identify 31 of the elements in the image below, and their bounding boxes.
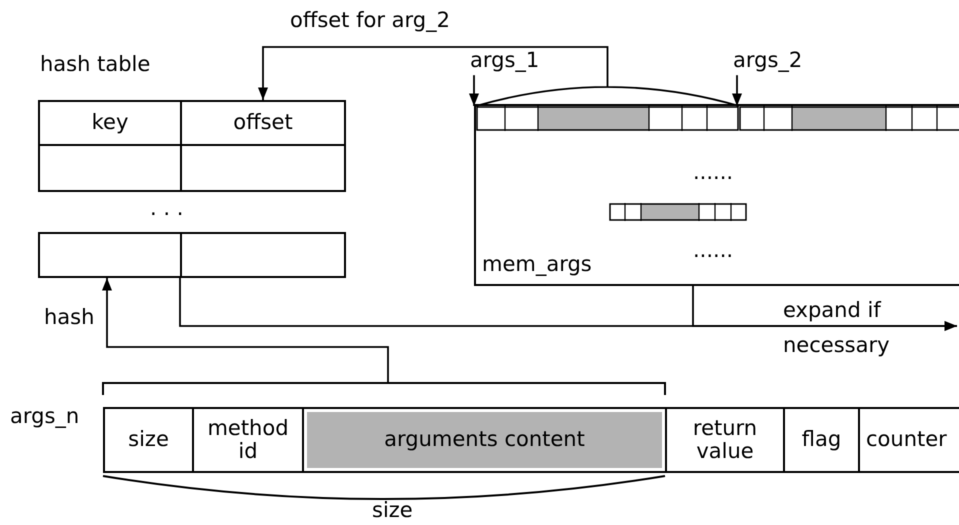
ellipsis: ......: [693, 160, 734, 186]
dimension-label: size: [372, 498, 413, 524]
ellipsis: ......: [693, 238, 734, 264]
arrow: [258, 46, 740, 107]
arrow: [468, 75, 480, 106]
edge-label: offset for arg_2: [290, 8, 450, 32]
table-cell: return value: [665, 407, 785, 473]
arrow: [102, 278, 389, 383]
ellipsis: . . .: [150, 196, 184, 222]
table-cell: [38, 232, 182, 278]
arrow: [732, 75, 742, 106]
table-cell: [180, 144, 346, 192]
table-cell: offset: [180, 100, 346, 146]
region-label: mem_args: [482, 252, 592, 278]
table-cell: key: [38, 100, 182, 146]
pointer-label: args_1: [470, 48, 540, 74]
table-cell: [180, 232, 346, 278]
record-label: args_n: [10, 404, 80, 430]
table-cell: arguments content: [302, 407, 667, 473]
pointer-label: args_2: [733, 48, 802, 74]
memory-slot: [609, 203, 747, 221]
table-cell: [38, 144, 182, 192]
memory-region: [474, 104, 959, 286]
table-title: hash table: [40, 52, 150, 78]
table-cell: flag: [783, 407, 860, 473]
memory-slot: [739, 106, 959, 131]
arrow: [692, 286, 957, 332]
memory-slot: [476, 106, 739, 131]
table-cell: counter: [858, 407, 959, 473]
edge-label: expand if necessary: [783, 297, 891, 359]
table-cell: size: [103, 407, 194, 473]
